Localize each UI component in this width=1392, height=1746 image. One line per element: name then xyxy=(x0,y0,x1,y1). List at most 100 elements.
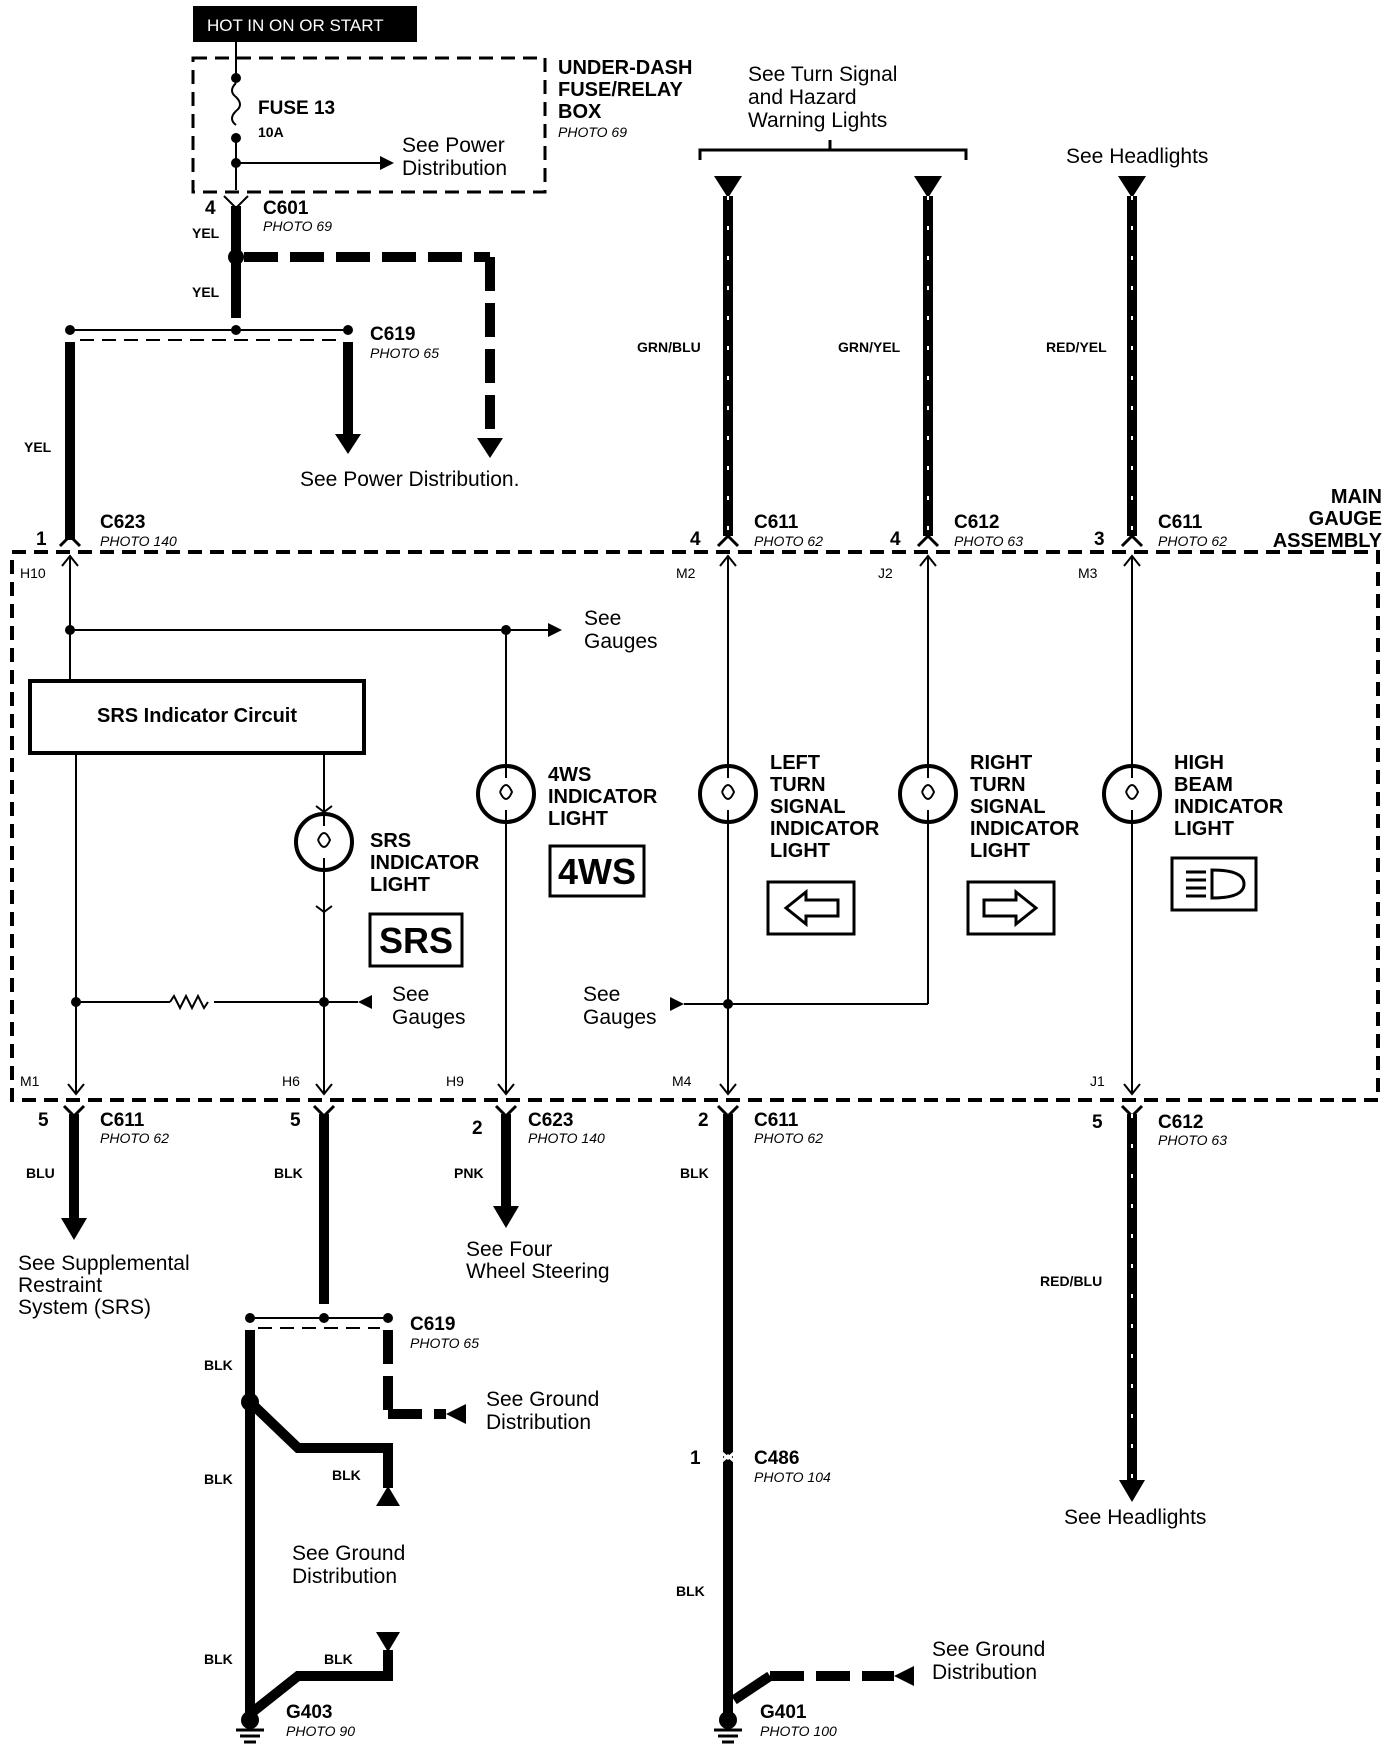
left-turn-label-3: SIGNAL xyxy=(770,796,846,818)
wire-blk-6: BLK xyxy=(676,1583,705,1599)
hot-label: HOT IN ON OR START xyxy=(207,16,384,35)
arrow-down-icon xyxy=(61,1218,87,1240)
arrow-down-icon xyxy=(376,1632,400,1652)
arrow-down-icon xyxy=(714,176,742,198)
srs-indicator-circuit-box xyxy=(28,679,366,755)
resistor-icon xyxy=(169,993,209,1011)
arrow-down-icon xyxy=(1119,1480,1145,1502)
wire-grn-blu: GRN/BLU xyxy=(637,339,701,355)
c623-h9-name: C623 xyxy=(528,1110,573,1131)
left-turn-label-5: LIGHT xyxy=(770,840,830,862)
c623-top-connector-icon xyxy=(58,533,82,548)
m3-pin-icon xyxy=(1123,554,1141,567)
c619-top-name: C619 xyxy=(370,324,415,345)
main-gauge-2: GAUGE xyxy=(1309,508,1382,530)
high-beam-symbol xyxy=(1170,856,1258,912)
left-arrow-symbol xyxy=(766,880,856,936)
wire-yel-2: YEL xyxy=(192,284,220,300)
c486-photo: PHOTO 104 xyxy=(754,1469,831,1485)
c611-m1-pin: 5 xyxy=(38,1110,49,1131)
ws-symbol-text: 4WS xyxy=(558,851,636,892)
c612-j2-photo: PHOTO 63 xyxy=(954,533,1023,549)
see-power-2: Distribution xyxy=(402,157,507,180)
see-power-distribution: See Power Distribution. xyxy=(300,468,519,491)
see-gauges-left-2: Gauges xyxy=(392,1006,466,1029)
right-arrow-symbol xyxy=(966,880,1056,936)
pin-m4: M4 xyxy=(672,1073,692,1089)
main-gauge-1: MAIN xyxy=(1331,486,1382,508)
arrow-up-icon xyxy=(376,1486,400,1506)
arrow-left-icon xyxy=(358,995,372,1009)
c601-name: C601 xyxy=(263,198,309,219)
ws-warning-symbol xyxy=(548,844,646,898)
fuse-icon xyxy=(231,82,241,126)
pin-j2: J2 xyxy=(878,565,893,581)
wire-yel-3: YEL xyxy=(24,439,52,455)
arrow-down-icon xyxy=(1118,176,1146,198)
see-gauges-top-1: See xyxy=(584,607,621,630)
g401-photo: PHOTO 100 xyxy=(760,1723,837,1739)
g403-photo: PHOTO 90 xyxy=(286,1723,355,1739)
wire-blu: BLU xyxy=(26,1165,55,1181)
c612-j2-pin: 4 xyxy=(890,529,901,550)
c619-bottom-pin-mid xyxy=(319,1313,329,1323)
c611-m2-photo: PHOTO 62 xyxy=(754,533,823,549)
wire-blk-4: BLK xyxy=(204,1651,233,1667)
fuse-box-title-2: FUSE/RELAY xyxy=(558,79,684,101)
right-turn-label-5: LIGHT xyxy=(970,840,1030,862)
high-beam-label-3: INDICATOR xyxy=(1174,796,1284,818)
blk-ground-branch-1 xyxy=(246,1398,393,1488)
g401-name: G401 xyxy=(760,1702,807,1723)
c611-m3-connector-icon xyxy=(1120,533,1144,548)
ws-light-label-3: LIGHT xyxy=(548,808,608,830)
see-srs-2: Restraint xyxy=(18,1274,102,1297)
splice-yel xyxy=(228,249,244,265)
ws-light-label-1: 4WS xyxy=(548,764,591,786)
see-four-wheel-1: See Four xyxy=(466,1238,552,1261)
arrow-left-icon xyxy=(894,1666,914,1686)
wire-blk-h6: BLK xyxy=(274,1165,303,1181)
high-beam-bulb-icon xyxy=(1102,764,1162,824)
g401-branch-diag xyxy=(731,1671,773,1705)
see-srs-3: System (SRS) xyxy=(18,1296,151,1319)
see-srs-1: See Supplemental xyxy=(18,1252,190,1275)
c619-bottom-pin-left xyxy=(245,1313,255,1323)
fuse-rating: 10A xyxy=(258,124,284,140)
right-turn-label-4: INDICATOR xyxy=(970,818,1080,840)
wire-blk-3: BLK xyxy=(332,1467,361,1483)
wire-blk-1: BLK xyxy=(204,1357,233,1373)
main-gauge-3: ASSEMBLY xyxy=(1273,530,1383,552)
high-beam-label-4: LIGHT xyxy=(1174,818,1234,840)
pin-m2: M2 xyxy=(676,565,696,581)
wire-grn-yel: GRN/YEL xyxy=(838,339,901,355)
see-turn-1: See Turn Signal xyxy=(748,63,897,86)
resistor-splice xyxy=(71,997,81,1007)
pin-m1: M1 xyxy=(20,1073,40,1089)
see-gauges-top-2: Gauges xyxy=(584,630,658,653)
c611-m2-name: C611 xyxy=(754,512,799,533)
see-headlights-bottom: See Headlights xyxy=(1064,1506,1206,1529)
c619-top-photo: PHOTO 65 xyxy=(370,345,439,361)
high-beam-bulb-filament xyxy=(1125,768,1140,820)
srs-warning-symbol xyxy=(368,912,464,968)
c601-pin: 4 xyxy=(205,198,216,219)
h9-pin-icon xyxy=(497,1083,515,1096)
see-ground-3b: Distribution xyxy=(932,1661,1037,1684)
see-ground-1b: Distribution xyxy=(486,1411,591,1434)
c486-pin: 1 xyxy=(690,1448,701,1469)
h6-pin-icon xyxy=(315,1083,333,1096)
arrow-down-icon xyxy=(335,434,361,454)
fuse-terminal-top xyxy=(231,73,241,83)
pin-m3: M3 xyxy=(1078,565,1098,581)
arrow-down-icon xyxy=(493,1206,519,1228)
c619-top-pin-left xyxy=(65,325,75,335)
srs-light-label-2: INDICATOR xyxy=(370,852,480,874)
c611-m1-photo: PHOTO 62 xyxy=(100,1130,169,1146)
turn-common-splice xyxy=(723,999,733,1009)
right-turn-label-3: SIGNAL xyxy=(970,796,1046,818)
see-ground-2b: Distribution xyxy=(292,1565,397,1588)
c611-m4-photo: PHOTO 62 xyxy=(754,1130,823,1146)
c612-j1-pin: 5 xyxy=(1092,1112,1103,1133)
arrow-right-icon xyxy=(982,888,1039,928)
pin-h9: H9 xyxy=(446,1073,464,1089)
